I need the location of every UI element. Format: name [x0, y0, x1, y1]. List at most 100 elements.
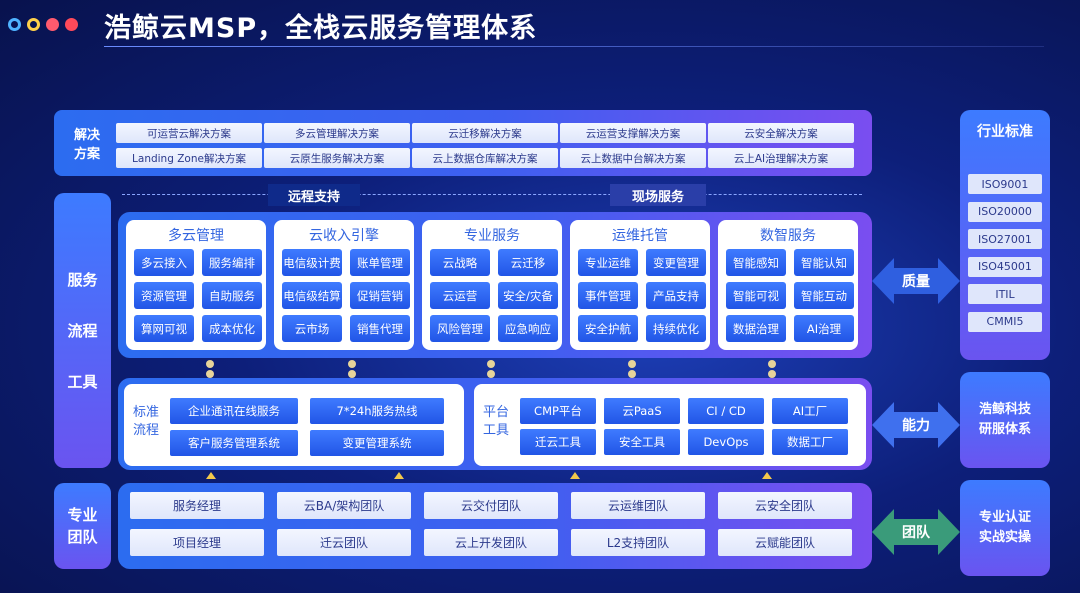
- team-chip: 云安全团队: [718, 492, 852, 519]
- service-button[interactable]: 云战略: [430, 249, 490, 276]
- service-label-line-3: 工具: [67, 373, 98, 391]
- service-button[interactable]: 算网可视: [134, 315, 194, 342]
- solution-chip[interactable]: 云上数据仓库解决方案: [412, 148, 558, 168]
- industry-standards-title: 行业标准: [977, 124, 1033, 140]
- service-process-side: [54, 193, 111, 468]
- service-card: 多云管理多云接入服务编排资源管理自助服务算网可视成本优化: [126, 220, 266, 350]
- service-label-line-1: 服务: [67, 271, 98, 289]
- dashed-line: [122, 194, 862, 195]
- cert-panel: [960, 480, 1050, 576]
- standard-item: ISO27001: [968, 229, 1042, 249]
- capability-arrow: [872, 402, 960, 448]
- service-button[interactable]: 云运营: [430, 282, 490, 309]
- solution-chip[interactable]: 云迁移解决方案: [412, 123, 558, 143]
- team-chip: 云交付团队: [424, 492, 558, 519]
- solution-chip[interactable]: 云上AI治理解决方案: [708, 148, 854, 168]
- solution-chip[interactable]: 云上数据中台解决方案: [560, 148, 706, 168]
- service-button[interactable]: 智能感知: [726, 249, 786, 276]
- connector-dots: [768, 360, 776, 378]
- platform-tool-button[interactable]: AI工厂: [772, 398, 848, 424]
- dot-blue: [8, 18, 21, 31]
- service-button[interactable]: 资源管理: [134, 282, 194, 309]
- team-arrow-label: 团队: [902, 525, 930, 541]
- solution-chip[interactable]: 云安全解决方案: [708, 123, 854, 143]
- solution-chip[interactable]: 云原生服务解决方案: [264, 148, 410, 168]
- service-button[interactable]: 安全护航: [578, 315, 638, 342]
- team-chip: 云BA/架构团队: [277, 492, 411, 519]
- standard-item: CMMI5: [968, 311, 1042, 332]
- service-button[interactable]: 智能互动: [794, 282, 854, 309]
- service-button[interactable]: 电信级计费: [282, 249, 342, 276]
- service-button[interactable]: 服务编排: [202, 249, 262, 276]
- service-card-title: 云收入引擎: [309, 228, 379, 244]
- service-card: 运维托管专业运维变更管理事件管理产品支持安全护航持续优化: [570, 220, 710, 350]
- service-button[interactable]: 风险管理: [430, 315, 490, 342]
- cert-title: 专业认证 实战实操: [978, 510, 1031, 545]
- service-button[interactable]: 电信级结算: [282, 282, 342, 309]
- capability-arrow-label: 能力: [902, 418, 930, 434]
- teams-side: [54, 483, 111, 569]
- solution-chip[interactable]: Landing Zone解决方案: [116, 148, 262, 168]
- standard-item: ITIL: [968, 284, 1042, 304]
- solution-chip[interactable]: 可运营云解决方案: [116, 123, 262, 143]
- dot-pink: [65, 18, 78, 31]
- service-button[interactable]: 事件管理: [578, 282, 638, 309]
- service-button[interactable]: 账单管理: [350, 249, 410, 276]
- platform-tool-button[interactable]: 云PaaS: [604, 398, 680, 424]
- platform-tool-button[interactable]: 数据工厂: [772, 429, 848, 455]
- service-button[interactable]: 云市场: [282, 315, 342, 342]
- team-chip: 项目经理: [130, 529, 264, 556]
- up-arrow-icon: [762, 472, 772, 479]
- service-card-title: 多云管理: [168, 228, 224, 244]
- solution-chip[interactable]: 多云管理解决方案: [264, 123, 410, 143]
- service-button[interactable]: 数据治理: [726, 315, 786, 342]
- title-divider: [104, 46, 1044, 47]
- remote-support-label: 远程支持: [268, 184, 360, 206]
- standard-item: ISO9001: [968, 174, 1042, 194]
- platform-tool-button[interactable]: CMP平台: [520, 398, 596, 424]
- service-button[interactable]: 成本优化: [202, 315, 262, 342]
- service-button[interactable]: 应急响应: [498, 315, 558, 342]
- crm-system-button[interactable]: 客户服务管理系统: [170, 430, 298, 456]
- online-service-button[interactable]: 企业通讯在线服务: [170, 398, 298, 424]
- team-arrow: [872, 509, 960, 555]
- service-button[interactable]: 产品支持: [646, 282, 706, 309]
- service-label-line-2: 流程: [67, 322, 98, 340]
- service-button[interactable]: 变更管理: [646, 249, 706, 276]
- service-button[interactable]: 智能可视: [726, 282, 786, 309]
- service-button[interactable]: 智能认知: [794, 249, 854, 276]
- hotline-button[interactable]: 7*24h服务热线: [310, 398, 444, 424]
- service-button[interactable]: 促销营销: [350, 282, 410, 309]
- service-process-label: 服务 流程 工具: [54, 193, 111, 468]
- solution-chip[interactable]: 云运营支撑解决方案: [560, 123, 706, 143]
- platform-tool-button[interactable]: 安全工具: [604, 429, 680, 455]
- service-card: 专业服务云战略云迁移云运营安全/灾备风险管理应急响应: [422, 220, 562, 350]
- up-arrow-icon: [570, 472, 580, 479]
- quality-arrow-label: 质量: [902, 274, 930, 290]
- service-button[interactable]: 销售代理: [350, 315, 410, 342]
- team-chip: 服务经理: [130, 492, 264, 519]
- connector-dots: [206, 360, 214, 378]
- standard-item: ISO45001: [968, 256, 1042, 277]
- service-button[interactable]: 持续优化: [646, 315, 706, 342]
- platform-tool-button[interactable]: DevOps: [688, 429, 764, 455]
- dot-yellow: [27, 18, 40, 31]
- teams-label: 专业 团队: [67, 506, 98, 546]
- change-system-button[interactable]: 变更管理系统: [310, 430, 444, 456]
- service-button[interactable]: 云迁移: [498, 249, 558, 276]
- platform-tool-button[interactable]: CI / CD: [688, 398, 764, 424]
- service-card-title: 专业服务: [464, 228, 520, 244]
- team-chip: 云赋能团队: [718, 529, 852, 556]
- platform-tools-label: 平台 工具: [482, 405, 509, 438]
- connector-dots: [628, 360, 636, 378]
- solutions-label: 解决 方案: [73, 128, 100, 162]
- service-button[interactable]: 自助服务: [202, 282, 262, 309]
- service-button[interactable]: 专业运维: [578, 249, 638, 276]
- up-arrow-icon: [206, 472, 216, 479]
- service-button[interactable]: AI治理: [794, 315, 854, 342]
- service-button[interactable]: 多云接入: [134, 249, 194, 276]
- service-button[interactable]: 安全/灾备: [498, 282, 558, 309]
- standard-item: ISO20000: [968, 201, 1042, 222]
- platform-tool-button[interactable]: 迁云工具: [520, 429, 596, 455]
